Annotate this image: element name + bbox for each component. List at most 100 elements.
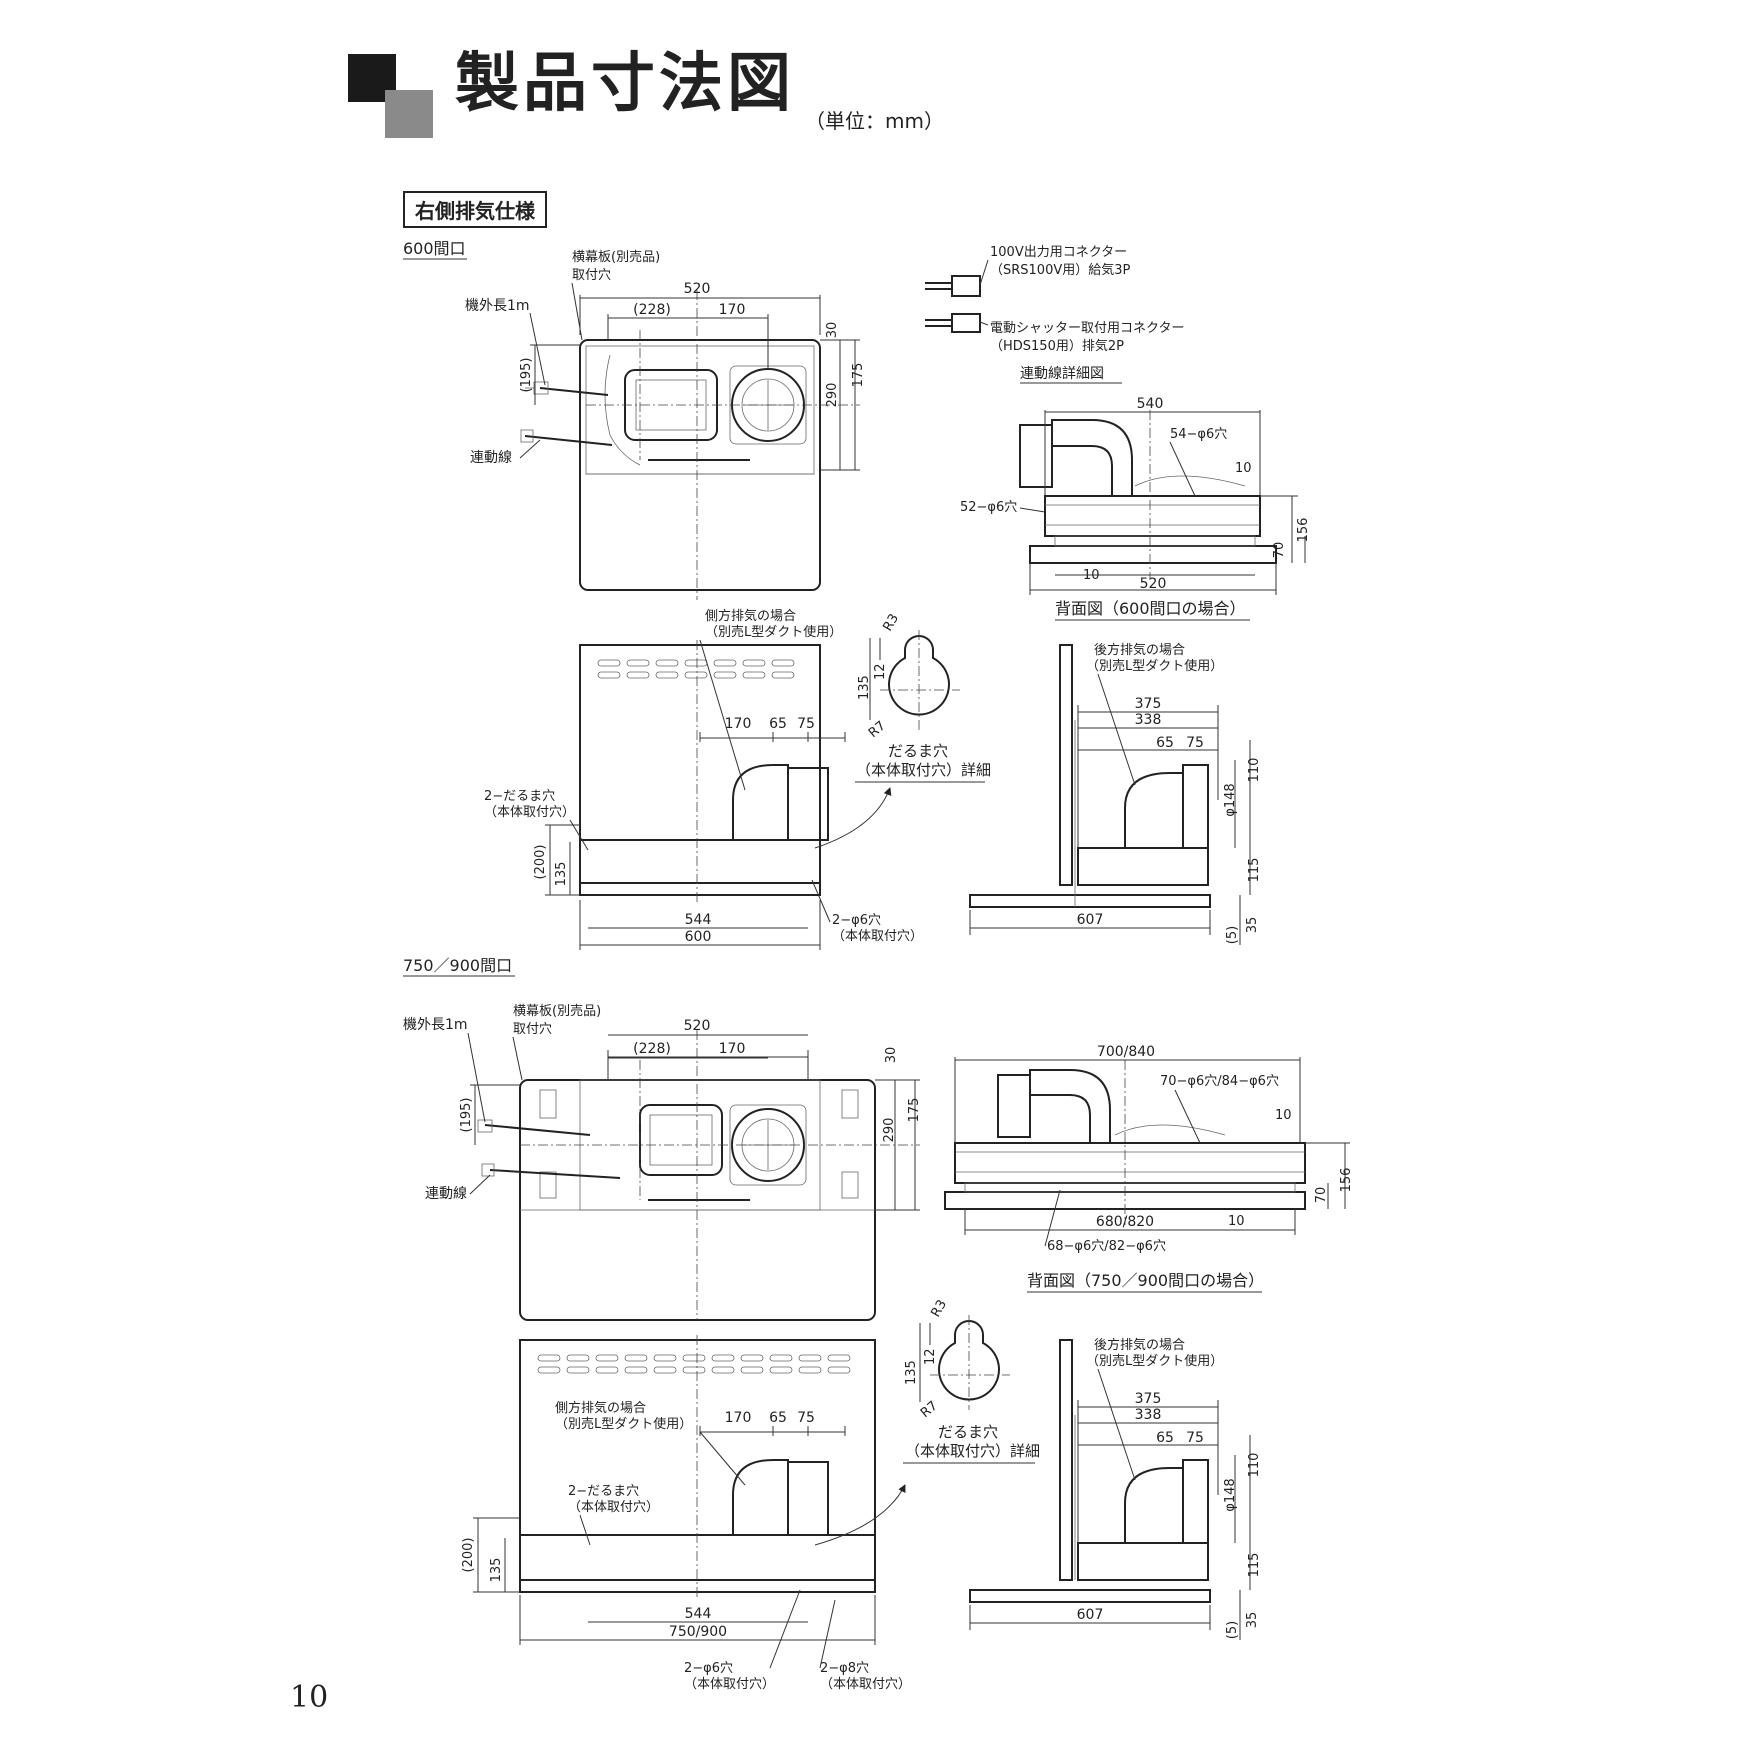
top-view-900: 520 (228) 170 30 290 175 (195) 機外長1m 横幕板… (403, 1003, 922, 1321)
daruma-600-cap1: だるま穴 (888, 742, 948, 760)
dim-900-back-10b: 10 (1228, 1214, 1245, 1229)
dim-900-side-375: 375 (1135, 1391, 1162, 1407)
label-900-plate1: 横幕板(別売品) (513, 1003, 601, 1019)
front-900-daruma1: 2−だるま穴 (568, 1484, 639, 1499)
label-900-link: 連動線 (425, 1186, 467, 1202)
front-view-900: 170 65 75 側方排気の場合 （別売L型ダクト使用） 2−だるま穴 （本体… (461, 1335, 911, 1692)
front-600-daruma1: 2−だるま穴 (484, 789, 555, 804)
front-600-side2: （別売L型ダクト使用） (705, 624, 842, 640)
daruma-600-12: 12 (873, 663, 888, 680)
front-600-hole2: （本体取付穴） (832, 929, 923, 944)
block-900-label: 750／900間口 (403, 956, 512, 975)
front-900-hole1: 2−φ6穴 (684, 1661, 733, 1676)
front-600-side1: 側方排気の場合 (705, 608, 796, 624)
dim-900-top-30: 30 (884, 1047, 899, 1064)
dim-600-back-156: 156 (1296, 518, 1311, 543)
side-900-rear1: 後方排気の場合 (1094, 1337, 1185, 1353)
dim-900-front-170: 170 (725, 1410, 752, 1426)
dim-900-back-10a: 10 (1275, 1108, 1292, 1123)
daruma-600-cap2: （本体取付穴）詳細 (856, 761, 991, 779)
section-label: 右側排気仕様 (403, 191, 547, 228)
dim-600-side-375: 375 (1135, 696, 1162, 712)
dim-600-back-540: 540 (1137, 396, 1164, 412)
dim-900-side-5: (5) (1225, 1621, 1240, 1639)
side-600-rear1: 後方排気の場合 (1094, 642, 1185, 658)
dim-900-back-70: 70 (1314, 1187, 1329, 1204)
dim-900-back-156: 156 (1339, 1168, 1354, 1193)
dim-600-side-35: 35 (1245, 917, 1260, 934)
side-600-rear2: （別売L型ダクト使用） (1086, 658, 1223, 674)
dim-900-side-115: 115 (1247, 1553, 1262, 1578)
dim-900-side-35: 35 (1245, 1612, 1260, 1629)
daruma-900-12: 12 (923, 1348, 938, 1365)
dim-600-side-148: φ148 (1223, 783, 1238, 816)
front-view-600: 170 65 75 側方排気の場合 （別売L型ダクト使用） 2−だるま穴 （本体… (484, 608, 923, 950)
dim-900-front-544: 544 (685, 1606, 712, 1622)
dim-600-front-600: 600 (685, 929, 712, 945)
dim-900-side-607: 607 (1077, 1607, 1104, 1623)
dim-600-side-607: 607 (1077, 912, 1104, 928)
block-600: 600間口 (403, 239, 1311, 950)
back-600-caption: 背面図（600間口の場合） (1055, 599, 1246, 618)
dim-600-side-5: (5) (1225, 926, 1240, 944)
dim-600-side-65: 65 (1156, 735, 1174, 751)
daruma-600-r7: R7 (866, 718, 889, 741)
daruma-900-cap1: だるま穴 (938, 1423, 998, 1441)
daruma-detail-600: R3 12 135 R7 だるま穴 （本体取付穴）詳細 (855, 612, 991, 783)
dim-600-top-30: 30 (825, 322, 840, 339)
dim-600-back-10a: 10 (1235, 461, 1252, 476)
connector1-line1: 100V出力用コネクター (990, 245, 1127, 260)
dim-600-back-holes-side: 52−φ6穴 (960, 500, 1017, 515)
dim-600-top-170: 170 (719, 302, 746, 318)
label-600-plate1: 横幕板(別売品) (572, 249, 660, 265)
dim-600-top-520: 520 (684, 281, 711, 297)
front-600-hole1: 2−φ6穴 (832, 913, 881, 928)
dim-900-side-148: φ148 (1223, 1478, 1238, 1511)
dim-900-side-75: 75 (1186, 1430, 1204, 1446)
daruma-600-135: 135 (857, 675, 872, 700)
dim-900-back-680: 680/820 (1096, 1214, 1154, 1230)
daruma-900-r7: R7 (918, 1398, 941, 1421)
dim-600-back-520: 520 (1140, 576, 1167, 592)
back-view-600: 540 54−φ6穴 10 52−φ6穴 10 520 156 70 背面図（6… (960, 396, 1311, 621)
label-600-link: 連動線 (470, 450, 512, 466)
front-600-daruma2: （本体取付穴） (484, 805, 575, 820)
dim-600-back-10b: 10 (1083, 568, 1100, 583)
dim-900-back-700: 700/840 (1097, 1044, 1155, 1060)
connector2-line2: （HDS150用）排気2P (990, 338, 1124, 354)
daruma-detail-900: R3 12 135 R7 だるま穴 （本体取付穴）詳細 (903, 1298, 1040, 1464)
daruma-600-r3: R3 (880, 612, 902, 634)
label-900-cord: 機外長1m (403, 1017, 468, 1033)
dim-900-front-135: 135 (489, 1558, 504, 1583)
front-900-hole4: （本体取付穴） (820, 1677, 911, 1692)
front-900-hole2: （本体取付穴） (684, 1677, 775, 1692)
dim-600-front-170: 170 (725, 716, 752, 732)
daruma-900-cap2: （本体取付穴）詳細 (905, 1442, 1040, 1460)
dim-900-front-200: (200) (461, 1538, 476, 1573)
dim-600-top-175: 175 (851, 363, 866, 388)
connector-detail: 100V出力用コネクター （SRS100V用）給気3P 電動シャッター取付用コネ… (925, 245, 1184, 384)
dim-900-back-holes-bottom: 68−φ6穴/82−φ6穴 (1047, 1239, 1166, 1254)
label-600-plate2: 取付穴 (572, 268, 611, 283)
front-900-daruma2: （本体取付穴） (568, 1500, 659, 1515)
dim-600-back-70: 70 (1272, 542, 1287, 559)
dim-900-top-175: 175 (907, 1098, 922, 1123)
dim-900-side-65: 65 (1156, 1430, 1174, 1446)
dim-900-front-75: 75 (797, 1410, 815, 1426)
dim-600-front-65: 65 (769, 716, 787, 732)
side-900-rear2: （別売L型ダクト使用） (1086, 1353, 1223, 1369)
dim-600-front-544: 544 (685, 912, 712, 928)
dim-600-top-195: (195) (519, 358, 534, 393)
daruma-900-r3: R3 (928, 1298, 950, 1320)
dim-600-side-110: 110 (1247, 758, 1262, 783)
back-view-900: 700/840 70−φ6穴/84−φ6穴 10 10 680/820 68−φ… (944, 1044, 1354, 1293)
dim-900-front-65: 65 (769, 1410, 787, 1426)
dim-900-top-170: 170 (719, 1041, 746, 1057)
front-900-hole3: 2−φ8穴 (820, 1661, 869, 1676)
dim-900-top-195: (195) (459, 1098, 474, 1133)
dim-600-side-75: 75 (1186, 735, 1204, 751)
side-view-900: 375 338 65 75 後方排気の場合 （別売L型ダクト使用） 110 φ1… (969, 1337, 1262, 1640)
front-900-side2: （別売L型ダクト使用） (555, 1416, 692, 1432)
side-view-600: 375 338 65 75 後方排気の場合 （別売L型ダクト使用） 110 φ1… (969, 642, 1262, 945)
